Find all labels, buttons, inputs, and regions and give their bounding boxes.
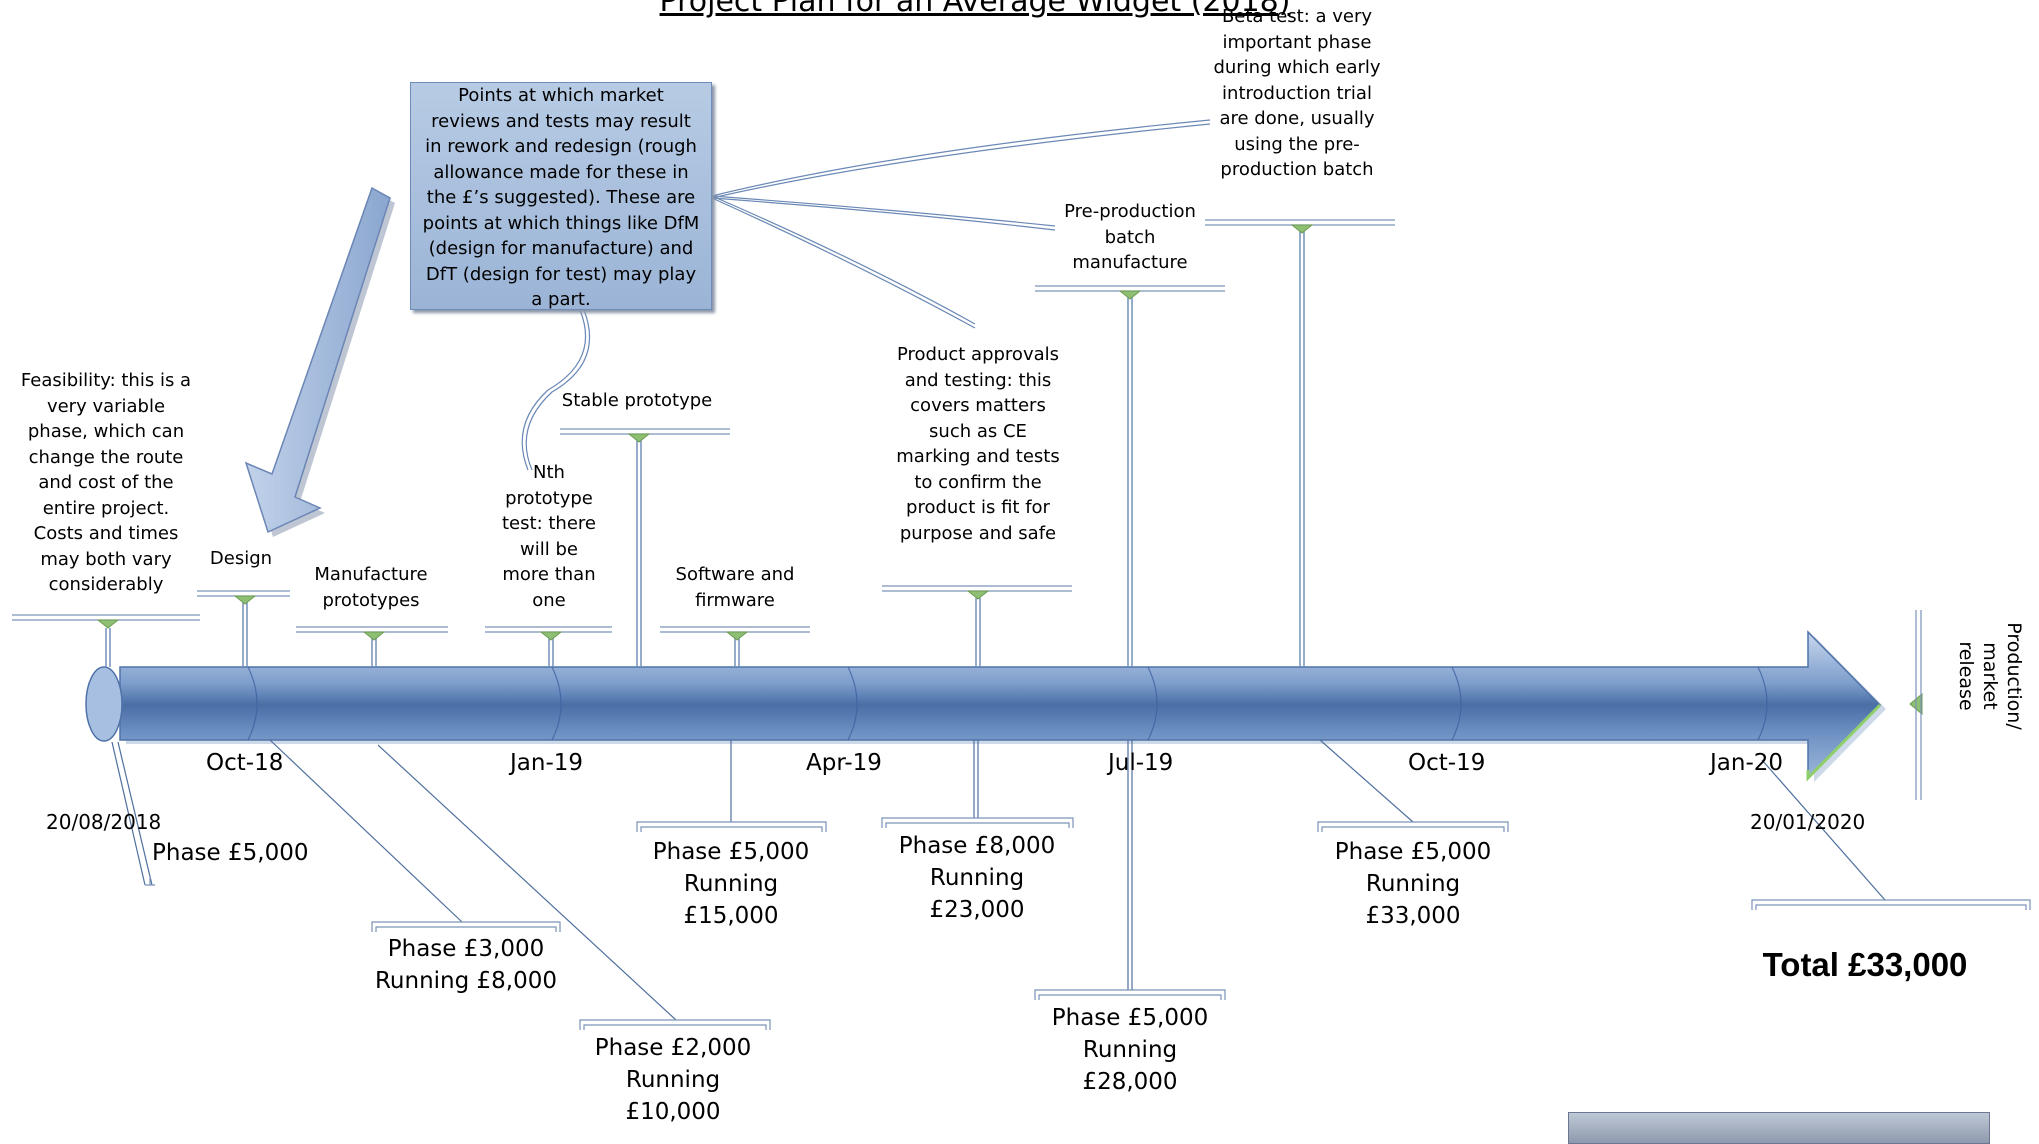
cost-block-2: Phase £3,000 Running £8,000 (372, 933, 560, 997)
cost-running: Running £23,000 (929, 865, 1025, 923)
milestone-preproduction-batch: Pre-production batch manufacture (1064, 201, 1196, 273)
timeline-arrow (85, 630, 1886, 782)
total-cost: Total £33,000 (1762, 946, 1968, 983)
cost-phase-1: Phase £5,000 (152, 840, 309, 866)
timeline-cylinder-end (85, 666, 123, 742)
milestone-beta-test: Beta test: a very important phase during… (1213, 6, 1381, 180)
release-shelf (1915, 610, 1922, 800)
cost-running: Running £15,000 (683, 871, 779, 929)
start-date: 20/08/2018 (46, 810, 162, 834)
cost-block-5: Phase £8,000 Running £23,000 (882, 830, 1072, 926)
tick-label: Oct-18 (206, 750, 284, 776)
milestone-approvals-testing: Product approvals and testing: this cove… (896, 344, 1060, 544)
rework-callout-box: Points at which market reviews and tests… (410, 82, 712, 310)
cost-block-3: Phase £2,000 Running £10,000 (578, 1032, 768, 1128)
milestone-production-release: Production/ market release (1955, 622, 2025, 730)
cost-phase: Phase £5,000 (1051, 1005, 1209, 1031)
milestone-stems (105, 228, 1305, 667)
cost-block-7: Phase £5,000 Running £33,000 (1318, 836, 1508, 932)
milestone-nth-prototype: Nth prototype test: there will be more t… (502, 462, 596, 611)
cost-phase: Phase £3,000 (387, 936, 545, 962)
cost-block-4: Phase £5,000 Running £15,000 (637, 836, 825, 932)
cost-block-6: Phase £5,000 Running £28,000 (1035, 1002, 1225, 1098)
milestone-stable-prototype: Stable prototype (561, 390, 713, 411)
milestone-markers (96, 224, 1923, 716)
cost-phase: Phase £5,000 (1334, 839, 1492, 865)
partial-bottom-box (1568, 1112, 1990, 1144)
milestone-feasibility: Feasibility: this is a very variable pha… (20, 370, 192, 595)
cost-phase: Phase £5,000 (652, 839, 810, 865)
milestone-manufacture-prototypes: Manufacture prototypes (314, 564, 428, 611)
cost-shelves (145, 817, 2031, 1030)
tick-label: Jan-20 (1710, 750, 1784, 776)
cost-running: Running £10,000 (625, 1067, 721, 1125)
page-title: Project Plan for an Average Widget (2018… (659, 0, 1291, 19)
cost-running: Running £28,000 (1082, 1037, 1178, 1095)
callout-connectors (521, 119, 1211, 471)
tick-label: Apr-19 (806, 750, 882, 776)
tick-label: Oct-19 (1408, 750, 1486, 776)
timeline-segment-dividers (247, 666, 1768, 741)
callout-pointer-arrow (244, 186, 395, 537)
cost-phase: Phase £2,000 (594, 1035, 752, 1061)
end-date: 20/01/2020 (1750, 810, 1866, 834)
tick-label: Jul-19 (1108, 750, 1174, 776)
cost-phase: Phase £8,000 (898, 833, 1056, 859)
cost-connectors (111, 739, 1886, 1021)
cost-running: Running £33,000 (1365, 871, 1461, 929)
cost-running: Running £8,000 (374, 968, 558, 994)
milestone-software-firmware: Software and firmware (675, 564, 795, 611)
milestone-design: Design (209, 548, 273, 569)
tick-label: Jan-19 (510, 750, 584, 776)
